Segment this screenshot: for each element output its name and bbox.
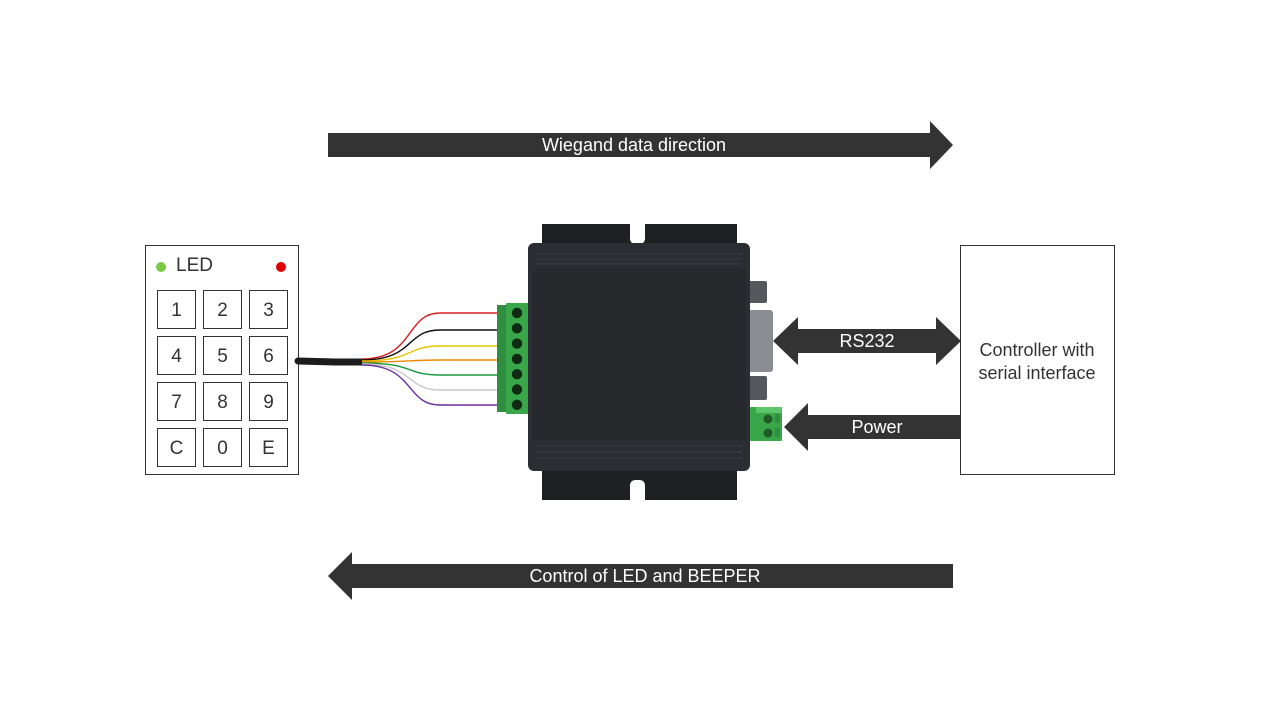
keypad-cable — [294, 312, 500, 406]
keypad-key-label: 8 — [217, 392, 228, 413]
db9-connector-shell — [745, 310, 773, 372]
rs232-arrow: RS232 — [773, 317, 961, 365]
db9-connector-top — [745, 281, 767, 303]
power-terminal-block — [750, 407, 782, 441]
serial-controller: Controller with serial interface — [960, 245, 1115, 475]
wire — [361, 329, 500, 361]
power-screw-2 — [763, 428, 773, 438]
controller-label-line2: serial interface — [978, 363, 1095, 383]
bottom-ribs — [536, 445, 742, 459]
rs232-arrow-shape — [773, 317, 961, 365]
power-arrow: Power — [784, 403, 960, 451]
wire — [361, 359, 500, 363]
power-terminal-top — [756, 407, 782, 413]
keypad-key-frame — [157, 428, 196, 467]
keypad-key: 6 — [249, 336, 288, 375]
control-arrow-label: Control of LED and BEEPER — [529, 566, 760, 586]
keypad: LED 1 2 3 4 5 6 7 8 9C 0 E — [145, 245, 299, 475]
terminal-screw — [511, 369, 523, 380]
converter-top-surface — [532, 268, 746, 440]
power-arrow-shape — [784, 403, 960, 451]
keypad-key-label: 7 — [171, 392, 182, 413]
keypad-key-frame — [249, 336, 288, 375]
wire — [361, 363, 500, 391]
top-ribs — [536, 253, 742, 265]
wire — [361, 364, 500, 406]
keypad-key-label: 1 — [171, 300, 182, 321]
terminal-screw — [511, 323, 523, 334]
cable-wires — [361, 312, 500, 406]
power-arrow-label: Power — [851, 417, 902, 437]
led-red-icon — [276, 262, 286, 272]
terminal-screw — [511, 307, 523, 319]
keypad-key: 2 — [203, 290, 242, 329]
keypad-key-label: 9 — [263, 392, 274, 413]
wiegand-arrow-label: Wiegand data direction — [542, 135, 726, 155]
keypad-key-label: 0 — [217, 438, 228, 459]
keypad-key-label: 5 — [217, 346, 228, 367]
wire — [361, 312, 500, 360]
wiegand-direction-arrow: Wiegand data direction — [328, 121, 953, 169]
control-direction-arrow: Control of LED and BEEPER — [328, 552, 953, 600]
keypad-key-frame — [249, 382, 288, 421]
keypad-key: E — [249, 428, 288, 467]
keypad-key-label: C — [170, 438, 184, 459]
keypad-key-frame — [249, 428, 288, 467]
keypad-key-label: 6 — [263, 346, 274, 367]
keypad-key-frame — [203, 428, 242, 467]
keypad-key: 4 — [157, 336, 196, 375]
keypad-key-label: 3 — [263, 300, 274, 321]
keypad-key: 5 — [203, 336, 242, 375]
terminal-screw — [511, 399, 523, 410]
bottom-mount-flange — [542, 470, 737, 500]
keypad-key-frame — [249, 290, 288, 329]
converter-device — [528, 224, 782, 500]
rs232-arrow-label: RS232 — [839, 331, 894, 351]
wire — [361, 345, 500, 362]
wiegand-arrow-shape — [328, 121, 953, 169]
keypad-key: 9 — [249, 382, 288, 421]
led-label: LED — [176, 255, 213, 276]
terminal-screws — [511, 307, 523, 410]
keypad-key: 8 — [203, 382, 242, 421]
controller-label-line1: Controller with — [979, 340, 1094, 360]
led-green-icon — [156, 262, 166, 272]
wire — [361, 362, 500, 376]
terminal-screw — [511, 338, 523, 349]
keypad-key: 7 — [157, 382, 196, 421]
keypad-key-frame — [203, 290, 242, 329]
keypad-key-frame — [203, 336, 242, 375]
keypad-key: 1 — [157, 290, 196, 329]
keypad-key-frame — [157, 290, 196, 329]
power-screw-1 — [763, 414, 773, 424]
keypad-key: C — [157, 428, 196, 467]
keypad-key-frame — [203, 382, 242, 421]
keypad-key-label: 2 — [217, 300, 228, 321]
power-terminal-body — [750, 407, 782, 441]
keypad-key-label: 4 — [171, 346, 182, 367]
wiegand-terminal-block — [497, 303, 529, 414]
keypad-keys: 1 2 3 4 5 6 7 8 9C 0 E — [157, 290, 288, 467]
controller-frame — [960, 245, 1115, 475]
keypad-key-frame — [157, 382, 196, 421]
db9-connector-bottom — [745, 376, 767, 400]
top-mount-flange — [542, 224, 737, 245]
control-arrow-shape — [328, 552, 953, 600]
terminal-screw — [511, 353, 523, 365]
cable-jacket — [294, 357, 369, 366]
keypad-key: 3 — [249, 290, 288, 329]
terminal-screw — [511, 384, 523, 395]
keypad-key: 0 — [203, 428, 242, 467]
keypad-key-label: E — [262, 438, 275, 459]
keypad-key-frame — [157, 336, 196, 375]
